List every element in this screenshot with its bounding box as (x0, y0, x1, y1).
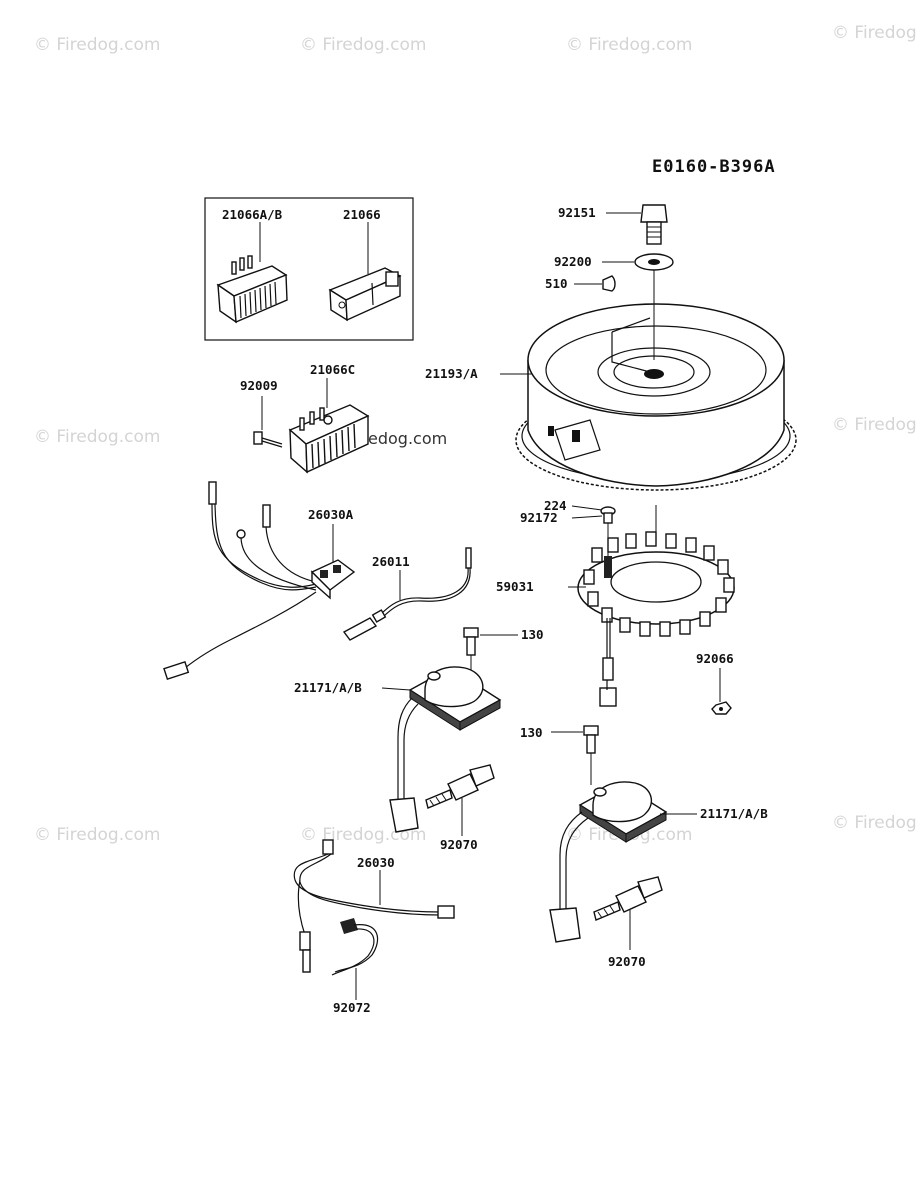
nut-92066 (711, 701, 732, 715)
spark-plug-upper (425, 764, 495, 809)
callout-92009: 92009 (240, 378, 278, 393)
bolt-130-lower (583, 725, 599, 754)
watermark: © Firedog.com (832, 813, 917, 833)
bolt-130-upper (463, 627, 479, 656)
callout-21171-upper: 21171/A/B (294, 680, 362, 695)
regulator-inset: 21066A/B 21066 (204, 197, 414, 341)
watermark: © Firedog.com (34, 825, 160, 845)
callout-92151: 92151 (558, 205, 596, 220)
callout-21171-lower: 21171/A/B (700, 806, 768, 821)
callout-510: 510 (545, 276, 568, 291)
spark-plug-lower (593, 876, 663, 921)
callout-21193: 21193/A (425, 366, 478, 381)
bolt-92009 (253, 431, 283, 448)
inline-watermark: edog.com (368, 429, 447, 448)
diagram-code: E0160-B396A (652, 157, 776, 177)
callout-21066ab: 21066A/B (222, 207, 283, 222)
callout-21066c: 21066C (310, 362, 355, 377)
watermark: © Firedog.com (832, 415, 917, 435)
watermark: © Firedog.com (34, 427, 160, 447)
harness-26030 (293, 839, 455, 976)
watermark: © Firedog.com (832, 23, 917, 43)
callout-92200: 92200 (554, 254, 592, 269)
callout-21066: 21066 (343, 207, 381, 222)
callout-26030a: 26030A (308, 507, 354, 522)
callout-92172: 92172 (520, 510, 558, 525)
callout-26030: 26030 (357, 855, 395, 870)
callout-92070-upper: 92070 (440, 837, 478, 852)
watermark: © Firedog.com (34, 35, 160, 55)
regulator-21066c (288, 404, 370, 474)
callout-26011: 26011 (372, 554, 410, 569)
callout-59031: 59031 (496, 579, 534, 594)
stator-59031 (577, 531, 735, 707)
lead-26011 (342, 547, 472, 641)
screw-92172 (600, 506, 616, 556)
flywheel-21193 (515, 303, 797, 491)
regulator-21066 (328, 267, 402, 322)
callout-130-upper: 130 (521, 627, 544, 642)
callout-92072: 92072 (333, 1000, 371, 1015)
key-510 (602, 275, 616, 292)
washer-92200 (634, 253, 674, 271)
regulator-21066ab (216, 255, 288, 324)
watermark: © Firedog.com (566, 35, 692, 55)
callout-92066: 92066 (696, 651, 734, 666)
watermarks: © Firedog.com © Firedog.com © Firedog.co… (34, 23, 917, 845)
harness-26030a (163, 481, 356, 680)
callout-224: 224 (544, 498, 567, 513)
ignition-coil-upper (389, 666, 502, 833)
bolt-92151 (640, 204, 668, 245)
watermark: © Firedog.com (300, 35, 426, 55)
callout-130-lower: 130 (520, 725, 543, 740)
ignition-coil-lower (549, 781, 668, 943)
callout-92070-lower: 92070 (608, 954, 646, 969)
